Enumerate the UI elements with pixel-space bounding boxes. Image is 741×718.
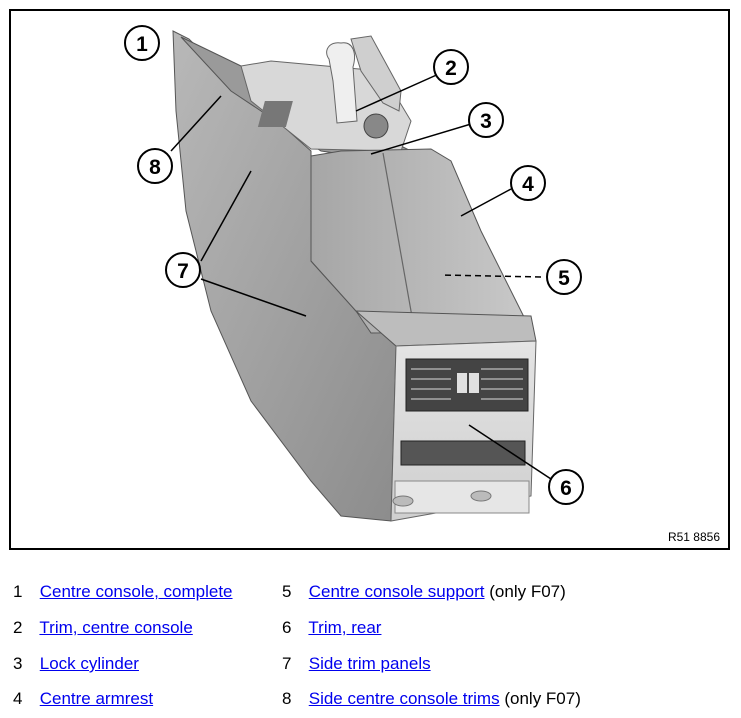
gear-lever (326, 42, 358, 124)
callout-label-8: 8 (149, 156, 161, 179)
callout-4 (510, 165, 546, 201)
legend-item: 7 Side trim panels (282, 653, 431, 675)
callout-3 (468, 102, 504, 138)
legend-link-lock-cylinder[interactable]: Lock cylinder (39, 654, 139, 673)
callout-label-4: 4 (522, 173, 534, 196)
legend-number: 3 (13, 654, 23, 673)
legend-number: 4 (13, 689, 23, 708)
callout-label-2: 2 (445, 57, 457, 80)
legend-link-trim-rear[interactable]: Trim, rear (308, 618, 382, 637)
callout-1 (124, 25, 160, 61)
legend-number: 6 (282, 618, 292, 637)
callout-2 (433, 49, 469, 85)
callout-label-6: 6 (560, 477, 572, 500)
legend-link-side-trim-panels[interactable]: Side trim panels (308, 654, 431, 673)
figure-reference-code: R51 8856 (667, 530, 720, 544)
legend-link-centre-console-complete[interactable]: Centre console, complete (39, 582, 233, 601)
legend-number: 8 (282, 689, 292, 708)
legend-number: 1 (13, 582, 23, 601)
armrest-top (310, 148, 532, 334)
callout-8 (137, 148, 173, 184)
legend-note: (only F07) (489, 582, 566, 601)
callout-label-7: 7 (177, 260, 189, 283)
callout-label-1: 1 (136, 33, 148, 56)
legend-item: 6 Trim, rear (282, 617, 381, 639)
rear-grille (400, 440, 526, 466)
legend-link-centre-armrest[interactable]: Centre armrest (39, 689, 154, 708)
legend-link-side-centre-console-trims[interactable]: Side centre console trims (308, 689, 500, 708)
legend-item: 5 Centre console support (only F07) (282, 581, 566, 603)
legend-item: 8 Side centre console trims (only F07) (282, 688, 581, 710)
callout-6 (548, 469, 584, 505)
callout-7 (165, 252, 201, 288)
legend-link-trim-centre-console[interactable]: Trim, centre console (39, 618, 193, 637)
legend-link-centre-console-support[interactable]: Centre console support (308, 582, 485, 601)
legend-item: 2 Trim, centre console (13, 617, 193, 639)
legend-number: 7 (282, 654, 292, 673)
legend-item: 3 Lock cylinder (13, 653, 139, 675)
legend-number: 2 (13, 618, 23, 637)
legend-note: (only F07) (504, 689, 581, 708)
diagram-figure: 1 2 3 4 5 6 7 8 R51 8856 (9, 9, 730, 550)
callout-label-3: 3 (480, 110, 492, 133)
console-illustration: 1 2 3 4 5 6 7 8 (124, 25, 584, 522)
legend-item: 1 Centre console, complete (13, 581, 233, 603)
legend-number: 5 (282, 582, 292, 601)
legend-item: 4 Centre armrest (13, 688, 153, 710)
callout-label-5: 5 (558, 267, 570, 290)
callout-5 (546, 259, 582, 295)
